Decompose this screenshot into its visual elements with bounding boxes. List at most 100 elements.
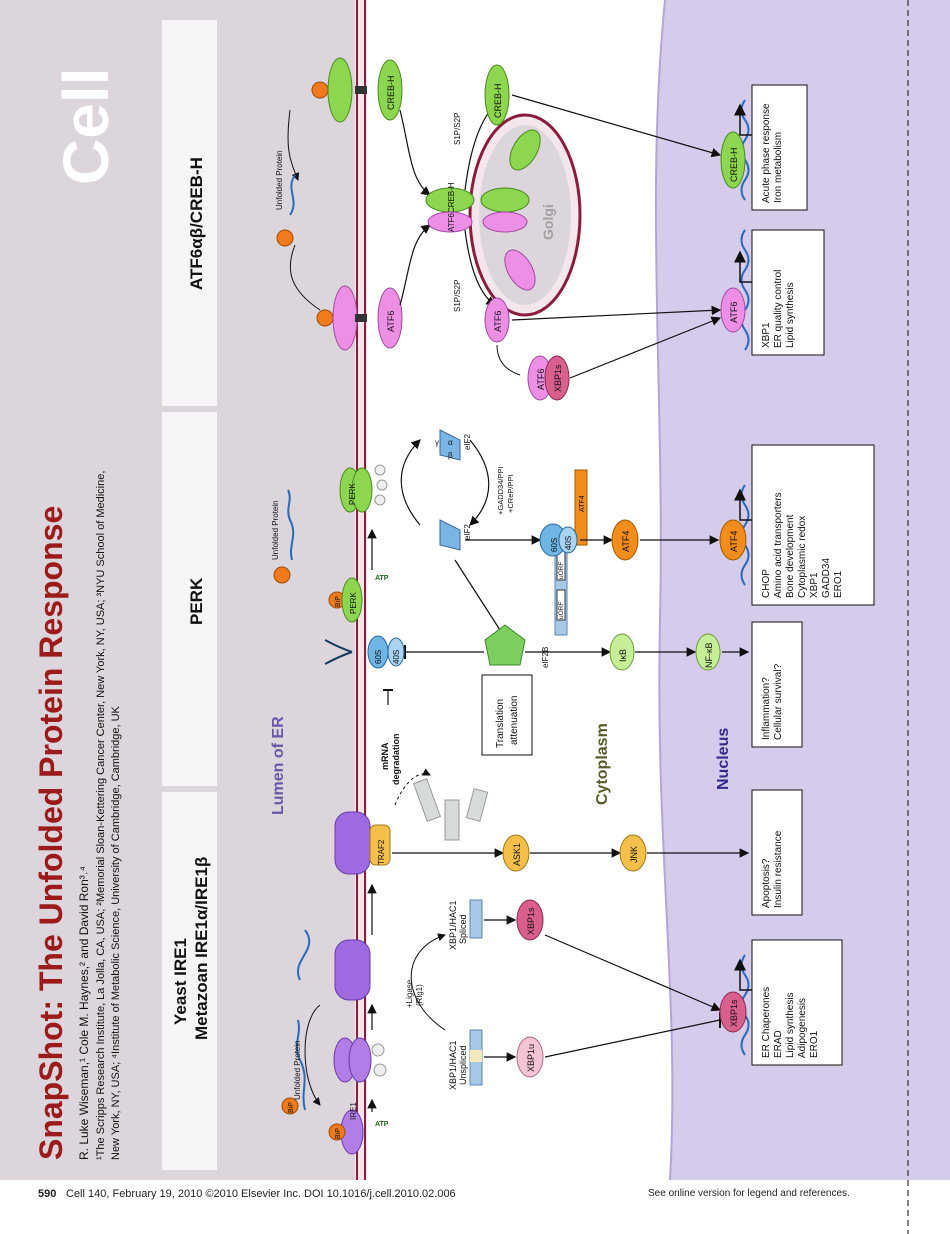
er-lumen-label: Lumen of ER	[270, 716, 287, 815]
svg-text:BiP: BiP	[335, 1128, 342, 1139]
svg-text:+CReP/PPI: +CReP/PPI	[506, 474, 515, 513]
svg-text:ATF6: ATF6	[493, 311, 503, 332]
translation-attenuation-box	[481, 674, 533, 756]
perk-pathway: BiP PERK ATP Unfolded Protein PERK eIF2 …	[271, 429, 758, 756]
ire1-panel-title-metazoan: Metazoan IRE1α/IRE1β	[192, 857, 211, 1040]
svg-text:eIF2: eIF2	[463, 433, 472, 450]
svg-text:CREB-H: CREB-H	[447, 182, 456, 213]
svg-text:ASK1: ASK1	[512, 843, 522, 866]
svg-text:60S: 60S	[550, 538, 559, 552]
svg-text:BiP: BiP	[288, 1102, 295, 1113]
eif2b	[484, 624, 526, 666]
affiliations-line-2: New York, NY, USA; ⁴Institute of Metabol…	[110, 705, 122, 1160]
svg-text:CREB-H: CREB-H	[493, 83, 503, 118]
svg-text:40S: 40S	[392, 650, 401, 664]
svg-text:ATF6: ATF6	[447, 212, 456, 232]
jnk-target-genes-box	[751, 789, 803, 916]
degradation-label: degradation	[391, 733, 401, 785]
creb-h-cleaved	[484, 64, 510, 126]
svg-text:BiP: BiP	[335, 596, 342, 607]
bip-ire1	[328, 1123, 346, 1141]
atf4-genes-item: Bone development	[785, 514, 796, 598]
unfolded-protein-atf6: Unfolded Protein	[275, 150, 284, 210]
ikb	[609, 633, 635, 671]
creb-h-nucleus	[720, 131, 746, 189]
page-footer: 590 Cell 140, February 19, 2010 ©2010 El…	[0, 1180, 950, 1210]
svg-text:PERK: PERK	[348, 483, 357, 505]
cell-logo: Cell	[50, 68, 122, 185]
atf4-target-genes-box	[751, 444, 875, 606]
svg-text:ATP: ATP	[375, 575, 389, 582]
jnk-genes-item: Apoptosis?	[761, 858, 772, 908]
nfkb-target-genes: Inflammation?Cellular survival?	[761, 663, 784, 740]
atf4-nucleus	[719, 519, 747, 561]
panel-header-atf6	[162, 20, 217, 406]
svg-text:ATF4: ATF4	[729, 531, 739, 552]
svg-text:+GADD34/PPI: +GADD34/PPI	[496, 466, 505, 515]
ask1	[502, 834, 530, 872]
svg-text:ATF6: ATF6	[536, 369, 546, 390]
nuclear-envelope	[654, 0, 674, 1181]
svg-text:ATF6: ATF6	[729, 302, 739, 323]
page-number: 590	[38, 1188, 57, 1200]
atf4-genes-item: ERO1	[833, 570, 844, 598]
svg-text:+Ligase: +Ligase	[405, 979, 414, 1008]
xbp1s-nucleus	[719, 991, 747, 1033]
svg-text:S1P/S2P: S1P/S2P	[453, 280, 462, 312]
svg-text:Golgi: Golgi	[540, 204, 556, 240]
svg-text:ATF4: ATF4	[579, 495, 586, 512]
svg-text:XBP1/HAC1: XBP1/HAC1	[448, 900, 458, 950]
xbp1u	[516, 1036, 544, 1078]
svg-text:α: α	[448, 438, 453, 447]
svg-text:XBP1u: XBP1u	[526, 1044, 536, 1072]
page-title: SnapShot: The Unfolded Protein Response	[33, 506, 69, 1160]
svg-text:uORF: uORF	[558, 602, 565, 619]
svg-text:eIF2: eIF2	[463, 523, 472, 540]
unfolded-protein-perk: Unfolded Protein	[271, 500, 280, 560]
perk-monomer-label: PERK	[349, 592, 358, 614]
atf6-genes-item: Lipid synthesis	[785, 282, 796, 348]
svg-text:ATF6: ATF6	[386, 311, 396, 332]
ire1-panel-title-yeast: Yeast IRE1	[171, 938, 190, 1025]
svg-text:CREB-H: CREB-H	[729, 147, 739, 182]
jnk-target-genes: Apoptosis?Insulin resistance	[761, 830, 784, 908]
svg-text:XBP1s: XBP1s	[729, 999, 739, 1027]
atf4-genes-item: XBP1	[809, 572, 820, 598]
nfkb-target-genes-box	[751, 621, 803, 748]
svg-text:Cell: Cell	[50, 68, 122, 185]
cytoplasm-label: Cytoplasm	[594, 723, 611, 805]
atf4-genes-item: Amino acid transporters	[773, 492, 784, 598]
atf4-cyto	[611, 519, 639, 561]
jnk	[619, 834, 647, 872]
ire1-monomer-label: IRE1	[349, 1102, 358, 1120]
svg-text:JNK: JNK	[629, 846, 639, 863]
atf4-genes-item: CHOP	[761, 569, 772, 598]
traf2	[369, 824, 391, 866]
svg-text:XBP1s: XBP1s	[526, 907, 536, 935]
svg-text:β: β	[448, 451, 453, 460]
svg-text:TRAF2: TRAF2	[377, 839, 386, 865]
atf6-target-genes-box	[751, 229, 825, 356]
online-note: See online version for legend and refere…	[648, 1188, 850, 1199]
citation: Cell 140, February 19, 2010 ©2010 Elsevi…	[66, 1188, 456, 1200]
svg-text:NF-κB: NF-κB	[704, 643, 714, 669]
perk-panel-title: PERK	[187, 577, 206, 625]
ire1-genes-item: ERAD	[773, 1030, 784, 1058]
crebh-genes-item: Iron metabolism	[773, 132, 784, 203]
ire1-genes-item: Lipid synthesis	[785, 992, 796, 1058]
svg-text:(Rlg1): (Rlg1)	[415, 984, 424, 1006]
atf4-genes-item: GADD34	[821, 558, 832, 598]
ire1-target-genes-box	[751, 939, 843, 1066]
svg-text:γ: γ	[435, 438, 439, 447]
svg-text:XBP1/HAC1: XBP1/HAC1	[448, 1040, 458, 1090]
ire1-pathway: IRE1 BiP ATP BiP Unfolded Protein TRAF2 …	[281, 689, 758, 1155]
nfkb-genes-item: Inflammation?	[761, 677, 772, 740]
affiliations-line-1: ¹The Scripps Research Institute, La Joll…	[95, 471, 107, 1160]
unfolded-protein-ire1: Unfolded Protein	[293, 1040, 302, 1100]
svg-text:Spliced: Spliced	[458, 914, 468, 944]
atf6-nucleus	[720, 287, 746, 333]
